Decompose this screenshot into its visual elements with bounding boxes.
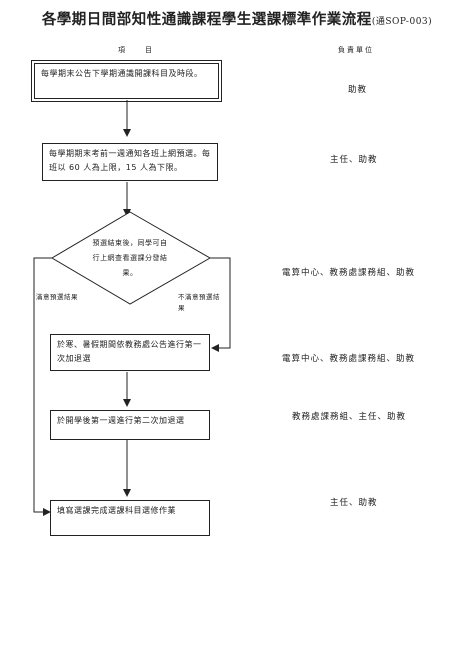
step-6-owner: 主任、助教 [330, 498, 378, 508]
step-5-owner: 教務處課務組、主任、助教 [292, 412, 407, 422]
decision-text: 預選結束後，同學可自行上網查看選課分發結果。 [92, 239, 168, 277]
step-6-text: 填寫選課完成選課科目選修作業 [57, 506, 176, 515]
step-1-text: 每學期末公告下學期通識開課科目及時段。 [41, 69, 203, 78]
step-3-owner: 電算中心、教務處課務組、助教 [282, 268, 416, 278]
column-header-owner: 負責單位 [338, 46, 374, 54]
page-title: 各學期日間部知性通識課程學生選課標準作業流程(通SOP-003) [0, 8, 474, 29]
arrow-satisfied-branch [33, 257, 52, 516]
arrow-unsatisfied-branch [210, 257, 231, 352]
step-1-owner: 助教 [348, 85, 368, 95]
step-4-box: 於寒、暑假期間依教務處公告進行第一次加退選 [50, 334, 210, 371]
step-1-box: 每學期末公告下學期通識開課科目及時段。 [31, 60, 222, 102]
step-4-owner: 電算中心、教務處課務組、助教 [282, 354, 416, 364]
step-5-text: 於開學後第一週進行第二次加退選 [57, 416, 185, 425]
step-6-box: 填寫選課完成選課科目選修作業 [50, 500, 210, 536]
decision-diamond [51, 211, 212, 305]
branch-label-satisfied: 滿意預選結果 [36, 293, 78, 301]
step-5-box: 於開學後第一週進行第二次加退選 [50, 410, 210, 440]
step-2-owner: 主任、助教 [330, 155, 378, 165]
step-2-box: 每學期期末考前一週通知各班上網預選。每班以 60 人為上限，15 人為下限。 [42, 143, 218, 181]
step-4-text: 於寒、暑假期間依教務處公告進行第一次加退選 [57, 340, 202, 363]
branch-label-unsatisfied: 不滿意預選結果 [178, 293, 220, 312]
column-header-item: 項 目 [118, 46, 154, 54]
title-text: 各學期日間部知性通識課程學生選課標準作業流程 [41, 11, 372, 28]
step-2-text: 每學期期末考前一週通知各班上網預選。每班以 60 人為上限，15 人為下限。 [49, 149, 211, 172]
document-code: (通SOP-003) [371, 17, 433, 27]
